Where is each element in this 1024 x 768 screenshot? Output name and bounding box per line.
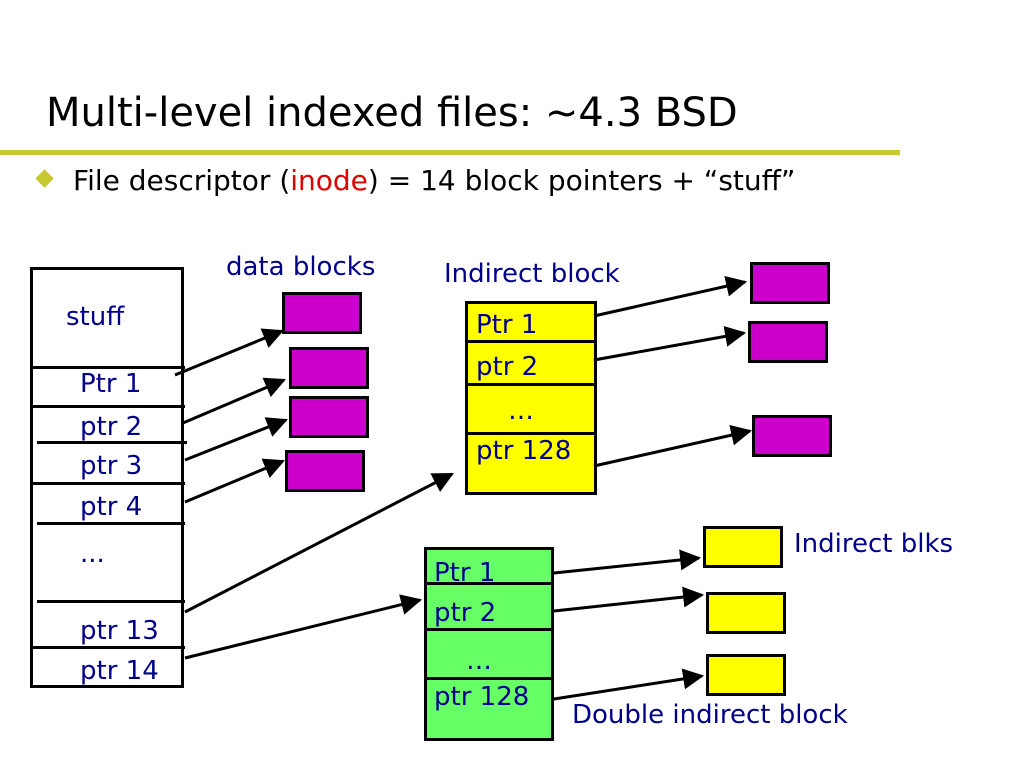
inode-divider xyxy=(37,522,185,525)
double-indirect-divider xyxy=(427,582,553,585)
bullet-text-highlight: inode xyxy=(290,164,368,197)
double-indirect-block-label: Double indirect block xyxy=(572,700,848,730)
indirect-block-entry: … xyxy=(508,396,534,426)
data-block xyxy=(282,292,362,334)
inode-divider xyxy=(33,482,185,485)
arrow-ptr14-to-double-indirect xyxy=(184,594,423,660)
double-indirect-entry: ptr 2 xyxy=(434,598,497,628)
inode-entry: ... xyxy=(80,539,105,569)
arrow-ptr2-to-data xyxy=(182,377,286,425)
bullet-text-suffix: ) = 14 block pointers + “stuff” xyxy=(367,164,796,197)
inode-divider xyxy=(33,405,185,408)
arrow-indirect-ptr1-to-data xyxy=(593,275,748,318)
inode-divider xyxy=(37,441,187,444)
indirect-block xyxy=(465,301,597,495)
double-indirect-entry: Ptr 1 xyxy=(434,558,496,588)
arrow-double-ptr2-to-indirect xyxy=(553,586,705,613)
indirect-blk xyxy=(703,526,783,568)
data-block xyxy=(752,415,832,457)
arrow-indirect-ptr128-to-data xyxy=(593,424,753,468)
indirect-block-divider xyxy=(468,340,596,343)
arrow-ptr3-to-data xyxy=(184,417,288,462)
arrow-ptr1-to-data xyxy=(174,328,284,377)
inode-divider xyxy=(33,646,185,649)
data-block xyxy=(289,347,369,389)
double-indirect-entry: ptr 128 xyxy=(434,682,530,712)
inode-entry: ptr 14 xyxy=(80,656,159,686)
indirect-block-entry: ptr 128 xyxy=(476,436,572,466)
double-indirect-divider xyxy=(427,677,553,680)
arrow-ptr4-to-data xyxy=(184,458,285,504)
indirect-blk xyxy=(706,592,786,634)
inode-stuff-label: stuff xyxy=(66,302,125,332)
arrow-double-ptr1-to-indirect xyxy=(553,549,702,575)
arrow-double-ptr128-to-indirect xyxy=(553,668,705,701)
inode-divider xyxy=(33,366,185,369)
inode-entry: ptr 3 xyxy=(80,451,143,481)
indirect-block-entry: ptr 2 xyxy=(476,352,539,382)
double-indirect-block xyxy=(424,547,554,741)
inode-entry: ptr 2 xyxy=(80,412,143,442)
data-block xyxy=(289,396,369,438)
indirect-blk xyxy=(706,654,786,696)
inode-divider xyxy=(37,600,185,603)
inode-box xyxy=(30,267,184,688)
indirect-block-divider xyxy=(468,383,596,386)
data-block xyxy=(750,262,830,304)
inode-entry: ptr 13 xyxy=(80,616,159,646)
double-indirect-divider xyxy=(427,628,553,631)
indirect-block-label: Indirect block xyxy=(444,259,620,289)
data-block xyxy=(285,450,365,492)
indirect-blks-label: Indirect blks xyxy=(794,529,954,559)
slide-title: Multi-level indexed files: ~4.3 BSD xyxy=(46,90,738,136)
arrow-ptr13-to-indirect xyxy=(184,472,454,614)
indirect-block-entry: Ptr 1 xyxy=(476,310,538,340)
bullet-item: File descriptor (inode) = 14 block point… xyxy=(35,164,796,197)
inode-entry: ptr 4 xyxy=(80,492,143,522)
double-indirect-entry: … xyxy=(466,646,492,676)
inode-entry: Ptr 1 xyxy=(80,369,142,399)
title-divider xyxy=(0,150,900,155)
arrow-indirect-ptr2-to-data xyxy=(593,326,747,362)
data-block xyxy=(748,321,828,363)
data-blocks-label: data blocks xyxy=(226,252,376,282)
indirect-block-divider xyxy=(468,432,596,435)
bullet-text-prefix: File descriptor ( xyxy=(73,164,291,197)
